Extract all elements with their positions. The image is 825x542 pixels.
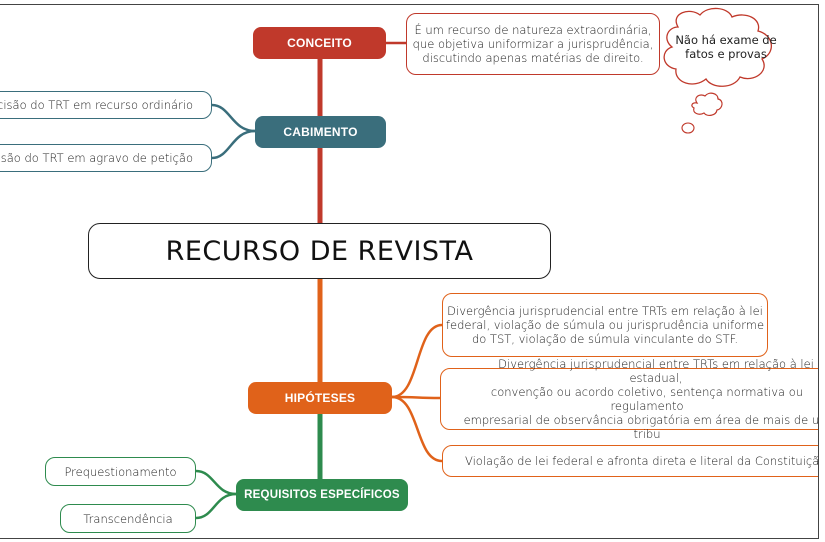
thought-line: Não há exame de xyxy=(675,33,777,47)
hipoteses-node[interactable]: HIPÓTESES xyxy=(248,382,392,414)
mind-map-canvas: RECURSO DE REVISTA CONCEITO É um recurso… xyxy=(0,4,819,539)
conceito-definition: É um recurso de natureza extraordinária,… xyxy=(406,13,660,75)
cabimento-node[interactable]: CABIMENTO xyxy=(255,116,386,148)
hipotese-line: convenção ou acordo coletivo, sentença n… xyxy=(490,385,804,413)
hipotese-item[interactable]: Divergência jurisprudencial entre TRTs e… xyxy=(442,293,768,357)
thought-note: Não há exame de fatos e provas xyxy=(664,33,788,61)
conceito-node[interactable]: CONCEITO xyxy=(253,27,386,59)
hipotese-line: federal, violação de súmula ou jurisprud… xyxy=(445,318,765,332)
requisito-item[interactable]: Prequestionamento xyxy=(45,457,196,486)
cabimento-item[interactable]: ecisão do TRT em recurso ordinário xyxy=(0,91,212,119)
requisito-item[interactable]: Transcendência xyxy=(60,504,196,533)
hipotese-line: empresarial de observância obrigatória e… xyxy=(463,413,819,441)
hipotese-item[interactable]: Divergência jurisprudencial entre TRTs e… xyxy=(440,357,818,441)
thought-cloud-icon xyxy=(663,7,772,87)
definition-line: discutindo apenas matérias de direito. xyxy=(422,51,644,65)
requisitos-node[interactable]: REQUISITOS ESPECÍFICOS xyxy=(236,479,408,511)
hipotese-line: do TST, violação de súmula vinculante do… xyxy=(471,332,739,346)
central-topic[interactable]: RECURSO DE REVISTA xyxy=(88,223,551,279)
cabimento-item[interactable]: ecisão do TRT em agravo de petição xyxy=(0,144,212,172)
connector-lines xyxy=(195,7,772,520)
thought-line: fatos e provas xyxy=(685,47,767,61)
definition-line: É um recurso de natureza extraordinária, xyxy=(414,23,652,37)
hipotese-item[interactable]: Violação de lei federal e afronta direta… xyxy=(442,445,818,477)
hipotese-line: Divergência jurisprudencial entre TRTs e… xyxy=(498,357,814,385)
definition-line: que objetiva uniformizar a jurisprudênci… xyxy=(412,37,654,51)
hipotese-line: Divergência jurisprudencial entre TRTs e… xyxy=(447,304,763,318)
